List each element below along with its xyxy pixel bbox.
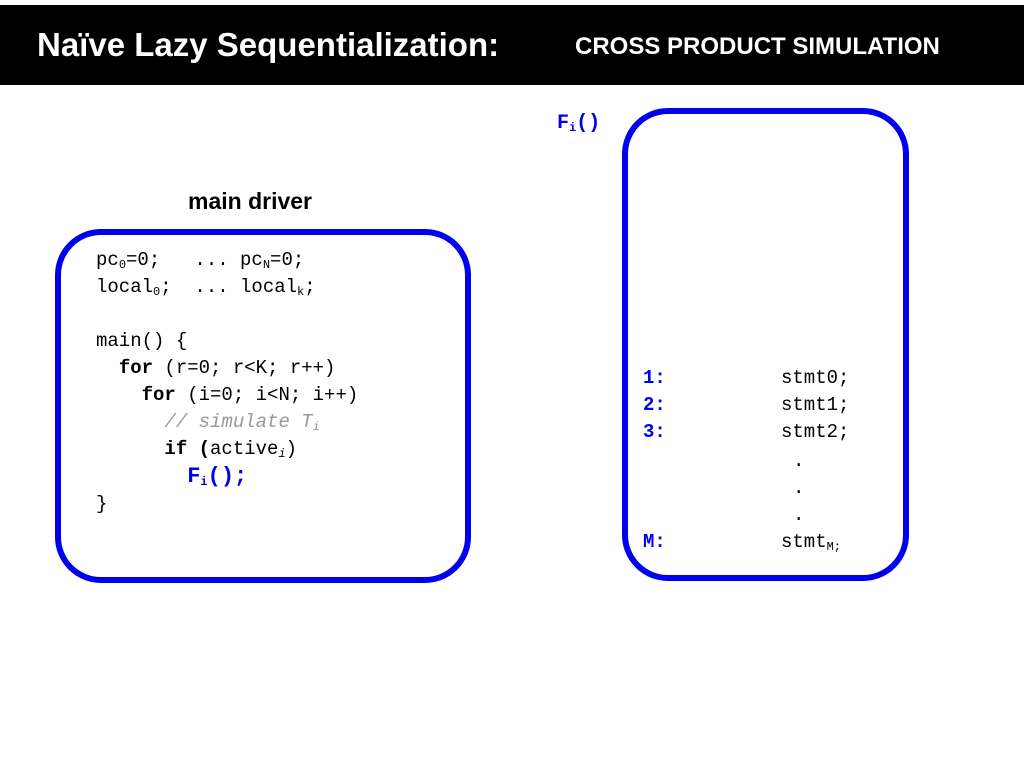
fi-call: Fi();: [187, 464, 248, 489]
ellipsis-dot: .: [793, 477, 805, 499]
slide-subtitle: CROSS PRODUCT SIMULATION: [575, 33, 940, 60]
stmt-num-last: M:: [643, 531, 666, 553]
stmt-num: 1:: [643, 367, 666, 389]
driver-code: pc0=0; ... pcN=0; local0; ... localk; ma…: [96, 247, 358, 518]
simulate-comment: // simulate Ti: [164, 411, 320, 434]
stmt-num: 3:: [643, 421, 666, 443]
stmt-text: stmt0;: [781, 367, 850, 389]
for-inner: for (i=0; i<N; i++): [141, 384, 359, 406]
stmt-num: 2:: [643, 394, 666, 416]
function-box: [622, 108, 909, 581]
pc-line: pc0=0; ... pcN=0;: [96, 249, 305, 272]
main-driver-label: main driver: [188, 188, 312, 214]
stmt-text-last: stmtM;: [781, 531, 842, 554]
local-line: local0; ... localk;: [96, 276, 316, 299]
main-decl: main() {: [96, 330, 188, 352]
title-bar: [0, 5, 1024, 85]
stmt-text: stmt1;: [781, 394, 850, 416]
function-label: Fi(): [557, 112, 601, 135]
for-outer: for (r=0; r<K; r++): [118, 357, 336, 379]
close-brace: }: [96, 493, 108, 515]
ellipsis-dot: .: [793, 450, 805, 472]
ellipsis-dot: .: [793, 504, 805, 526]
main-driver-box: [55, 229, 471, 583]
stmt-text: stmt2;: [781, 421, 850, 443]
if-line: if (activei): [164, 438, 298, 461]
slide-title: Naïve Lazy Sequentialization:: [37, 26, 500, 63]
